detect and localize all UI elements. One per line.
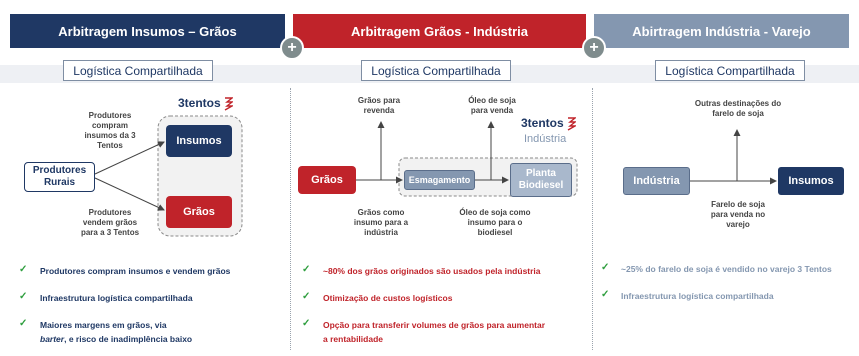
column-divider [290,88,291,350]
label-produtores-compram: Produtores compram insumos da 3 Tentos [84,111,136,150]
logo-mark-icon [567,117,576,131]
bullet-text: ~80% dos grãos originados são usados pel… [323,266,541,276]
plus-icon: + [582,36,606,60]
column-title: Arbitragem Grãos - Indústria [351,23,528,39]
logo-mark-icon [224,97,233,111]
check-icon: ✓ [302,291,311,302]
column-header-industria-varejo: Abirtragem Indústria - Varejo [594,14,849,48]
check-icon: ✓ [19,318,28,329]
plus-icon: + [280,36,304,60]
3tentos-logo: 3tentos [521,116,576,131]
check-icon: ✓ [19,264,28,275]
column-title: Abirtragem Indústria - Varejo [632,23,811,39]
esmagamento-box: Esmagamento [404,170,475,190]
bullet-text: Infraestrutura logística compartilhada [621,291,774,301]
label-oleo-venda: Óleo de soja para venda [468,96,516,115]
3tentos-logo: 3tentos [178,96,233,111]
check-icon: ✓ [601,262,610,273]
shared-logistics-pill: Logística Compartilhada [361,60,511,81]
check-icon: ✓ [302,318,311,329]
planta-biodiesel-box: Planta Biodiesel [510,163,572,197]
industria-box: Indústria [623,167,690,195]
shared-logistics-pill: Logística Compartilhada [63,60,213,81]
produtores-rurais-box: Produtores Rurais [24,162,95,192]
label-oleo-insumo: Óleo de soja como insumo para o biodiese… [459,208,531,237]
bullet-text: Opção para transferir volumes de grãos p… [323,320,546,344]
label-outras-destinacoes: Outras destinações do farelo de soja [694,99,782,118]
check-icon: ✓ [302,264,311,275]
insumos-box: Insumos [166,125,232,157]
bullet-text: ~25% do farelo de soja é vendido no vare… [621,264,832,274]
label-graos-insumo: Grãos como insumo para a indústria [353,208,409,237]
bullet-text: Infraestrutura logística compartilhada [40,293,193,303]
column-header-insumos-graos: Arbitragem Insumos – Grãos [10,14,285,48]
graos-box: Grãos [166,196,232,228]
bullet-text: Produtores compram insumos e vendem grão… [40,266,231,276]
check-icon: ✓ [601,289,610,300]
insumos-box: Insumos [778,167,844,195]
label-graos-revenda: Grãos para revenda [357,96,401,115]
graos-box: Grãos [298,166,356,194]
bullet-text: Otimização de custos logísticos [323,293,453,303]
shared-logistics-pill: Logística Compartilhada [655,60,805,81]
industria-subtitle: Indústria [524,133,567,145]
bullet-text: Maiores margens em grãos, via barter, e … [40,320,193,344]
label-produtores-vendem: Produtores vendem grãos para a 3 Tentos [80,208,140,237]
check-icon: ✓ [19,291,28,302]
label-farelo-varejo: Farelo de soja para venda no varejo [710,200,766,229]
column-title: Arbitragem Insumos – Grãos [58,23,237,39]
column-header-graos-industria: Arbitragem Grãos - Indústria [293,14,586,48]
column-divider [592,88,593,350]
